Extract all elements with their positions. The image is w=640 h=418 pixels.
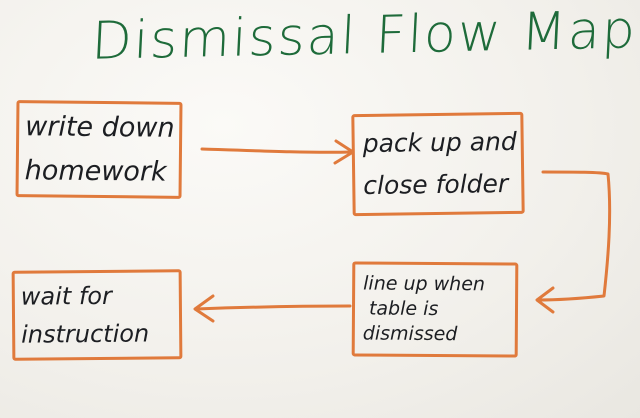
step-text-line: table is <box>368 297 439 321</box>
step-text-line: write down <box>25 110 175 144</box>
arrowhead-write-to-pack <box>333 139 355 165</box>
step-label: wait for instruction <box>15 272 180 357</box>
arrow-write-to-pack <box>200 147 354 154</box>
step-label: pack up and close folder <box>354 115 521 213</box>
step-text-line: homework <box>24 154 167 188</box>
step-box-pack-up: pack up and close folder <box>351 111 525 217</box>
arrow-line-to-wait <box>194 304 352 311</box>
step-text-line: pack up and <box>362 126 517 159</box>
step-label: write down homework <box>19 103 180 196</box>
arrowhead-pack-to-line <box>535 286 555 314</box>
step-box-wait-instruction: wait for instruction <box>11 269 183 361</box>
step-text-line: close folder <box>363 169 509 201</box>
step-label: line up when table is dismissed <box>355 264 516 354</box>
arrow-pack-to-line <box>536 170 612 302</box>
arrowhead-line-to-wait <box>193 294 215 323</box>
step-text-line: wait for <box>20 281 113 311</box>
step-box-line-up: line up when table is dismissed <box>351 261 519 358</box>
step-text-line: instruction <box>21 319 150 349</box>
step-text-line: line up when <box>363 272 486 296</box>
step-text-line: dismissed <box>362 322 458 346</box>
step-box-write-homework: write down homework <box>15 100 183 199</box>
